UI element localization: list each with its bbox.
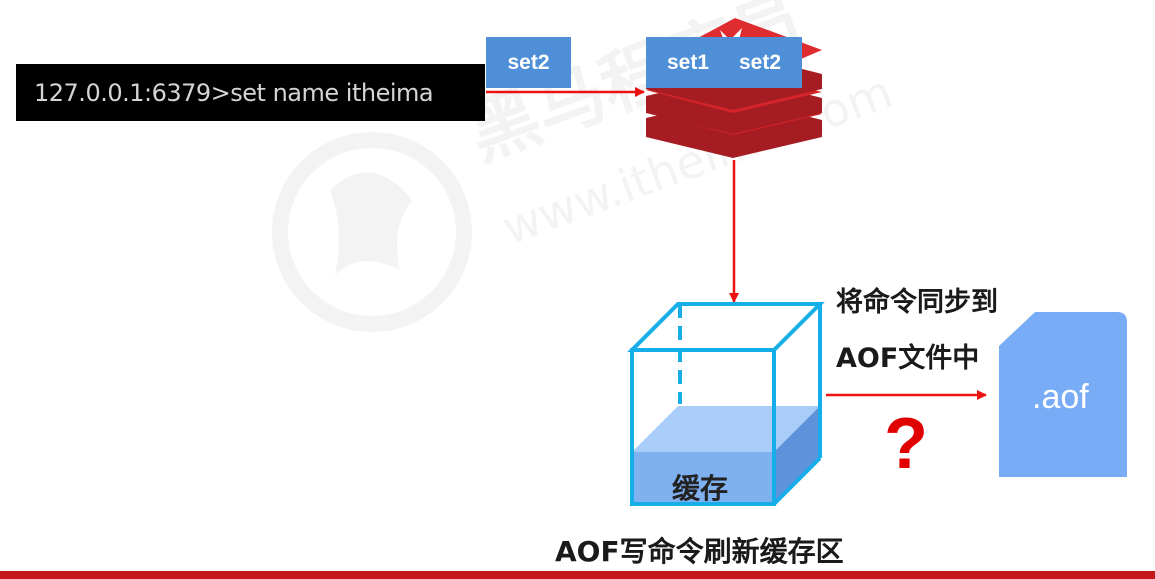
- sync-note-line1: 将命令同步到: [836, 287, 998, 318]
- queue-item: set2: [738, 50, 782, 74]
- terminal-command: 127.0.0.1:6379>set name itheima: [34, 78, 434, 107]
- redis-cli-terminal: 127.0.0.1:6379>set name itheima: [16, 64, 485, 121]
- queue-item: set1: [666, 50, 710, 74]
- cache-label: 缓存: [672, 472, 729, 505]
- file-icon: [999, 312, 1127, 477]
- redis-command-queue: set1 set2: [646, 37, 802, 88]
- bottom-bar: [0, 571, 1155, 579]
- aof-file-label: .aof: [1032, 378, 1089, 416]
- question-mark: ?: [884, 404, 928, 484]
- sync-note-line2: AOF文件中: [836, 343, 980, 374]
- diagram-caption: AOF写命令刷新缓存区: [555, 535, 844, 568]
- incoming-command-tag: set2: [486, 37, 571, 88]
